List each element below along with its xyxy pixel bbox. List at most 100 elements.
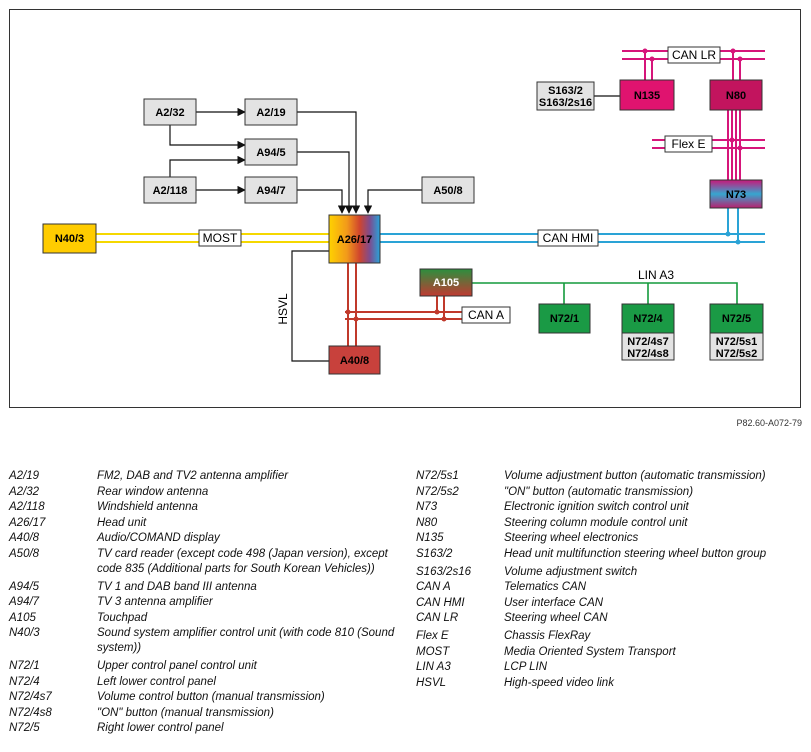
node-a40-8[interactable]: A40/8 (328, 345, 381, 375)
legend-code: A105 (9, 611, 36, 624)
node-label: A50/8 (433, 185, 462, 197)
legend-code: N40/3 (9, 627, 40, 639)
legend-right-column: N72/5s1 Volume adjustment button (automat… (416, 469, 806, 691)
node-label: A94/7 (256, 185, 285, 197)
node-label: N135 (634, 90, 660, 102)
legend-code: A26/17 (9, 516, 46, 529)
node-label: N72/5s2 (716, 348, 758, 360)
node-a2-32[interactable]: A2/32 (143, 98, 197, 126)
legend-code: N72/4s7 (9, 691, 52, 703)
legend-description: Steering wheel CAN (504, 612, 608, 624)
legend-description: "ON" button (automatic transmission) (504, 485, 694, 498)
legend-description: Volume adjustment button (automatic tran… (504, 470, 766, 482)
legend-row: A26/17 Head unit (9, 516, 404, 531)
legend-description: Steering column module control unit (504, 516, 688, 529)
legend-code: Flex E (416, 630, 449, 642)
node-label: S163/2s16 (539, 97, 592, 109)
legend-description: FM2, DAB and TV2 antenna amplifier (97, 470, 289, 482)
can-a-junction (441, 316, 447, 322)
node-a94-7[interactable]: A94/7 (244, 176, 298, 204)
legend-description: Head unit multifunction steering wheel b… (504, 547, 767, 560)
legend-code: N72/1 (9, 660, 40, 672)
can-lr-junction (730, 48, 736, 54)
legend-description: LCP LIN (504, 661, 548, 673)
node-n72-1[interactable]: N72/1 (538, 303, 591, 334)
legend-code: A94/7 (9, 596, 40, 608)
legend-description: TV 1 and DAB band III antenna (97, 580, 257, 593)
node-a26-17[interactable]: A26/17 (328, 214, 381, 264)
bus-label-hsvl: HSVL (276, 293, 290, 325)
node-a2-118[interactable]: A2/118 (143, 176, 197, 204)
legend-description: Volume control button (manual transmissi… (97, 691, 325, 703)
can-hmi-junction (725, 231, 731, 237)
node-n72-4[interactable]: N72/4 (621, 303, 675, 334)
legend-row: N72/5 Right lower control panel (9, 721, 404, 736)
bus-label-flex-e: Flex E (664, 135, 713, 153)
legend-code: A40/8 (9, 532, 40, 544)
bus-label-most: MOST (198, 229, 242, 247)
legend-row: N80 Steering column module control unit (416, 516, 806, 531)
can-a-junction (434, 309, 440, 315)
node-a50-8[interactable]: A50/8 (421, 176, 475, 204)
node-s163-2[interactable]: S163/2 S163/2s16 (536, 81, 595, 111)
node-label: N73 (726, 189, 746, 201)
node-a105[interactable]: A105 (419, 268, 473, 297)
svg-text:CAN LR: CAN LR (672, 48, 716, 62)
svg-text:Flex E: Flex E (671, 137, 705, 151)
legend-description: "ON" button (manual transmission) (97, 706, 274, 719)
node-label: A94/5 (256, 147, 285, 159)
legend-code: A2/118 (9, 501, 45, 513)
legend-description: Windshield antenna (97, 501, 198, 513)
legend-row: N72/4s7 Volume control button (manual tra… (9, 690, 404, 705)
node-n135[interactable]: N135 (619, 79, 675, 111)
node-n72-4-switches[interactable]: N72/4s7 N72/4s8 (621, 332, 675, 361)
legend-code: N72/5s1 (416, 470, 459, 482)
node-label: N80 (726, 90, 746, 102)
node-n73[interactable]: N73 (709, 179, 763, 209)
legend-code: HSVL (416, 676, 447, 689)
node-label: A2/19 (256, 107, 285, 119)
legend-description: High-speed video link (504, 676, 614, 689)
node-n80[interactable]: N80 (709, 79, 763, 111)
node-a2-19[interactable]: A2/19 (244, 98, 298, 126)
legend-code: A50/8 (9, 547, 40, 560)
legend-row: N72/5s1 Volume adjustment button (automat… (416, 469, 806, 484)
legend-code: CAN A (416, 581, 451, 593)
legend-description: Chassis FlexRay (504, 630, 591, 642)
legend-description: Right lower control panel (97, 722, 224, 734)
node-n40-3[interactable]: N40/3 (42, 223, 97, 254)
svg-text:MOST: MOST (203, 231, 238, 245)
legend-description: Steering wheel electronics (504, 532, 639, 544)
node-a94-5[interactable]: A94/5 (244, 138, 298, 166)
legend-description: Volume adjustment switch (504, 565, 638, 578)
legend-code: S163/2s16 (416, 565, 471, 578)
legend-code: N72/5 (9, 722, 40, 734)
node-label: N72/4 (633, 313, 663, 325)
node-n72-5[interactable]: N72/5 (709, 303, 764, 334)
can-hmi-junction (735, 239, 741, 245)
legend-description: Head unit (97, 516, 147, 529)
node-n72-5-switches[interactable]: N72/5s1 N72/5s2 (709, 332, 764, 361)
legend-row: N72/4s8 "ON" button (manual transmission) (9, 706, 404, 721)
flex-e-junction (729, 137, 735, 143)
legend-code: N80 (416, 516, 438, 529)
legend-row: A2/118 Windshield antenna (9, 500, 404, 515)
legend-description: User interface CAN (504, 596, 604, 609)
node-label: A2/32 (155, 107, 184, 119)
legend-code: MOST (416, 645, 450, 658)
legend-code: CAN HMI (416, 596, 465, 609)
legend-description: Audio/COMAND display (97, 532, 220, 544)
can-lr-junction (737, 56, 743, 62)
node-label: A2/118 (153, 185, 188, 197)
node-label: N40/3 (55, 233, 84, 245)
legend-code: CAN LR (416, 612, 459, 624)
legend-code: N72/4s8 (9, 706, 52, 719)
